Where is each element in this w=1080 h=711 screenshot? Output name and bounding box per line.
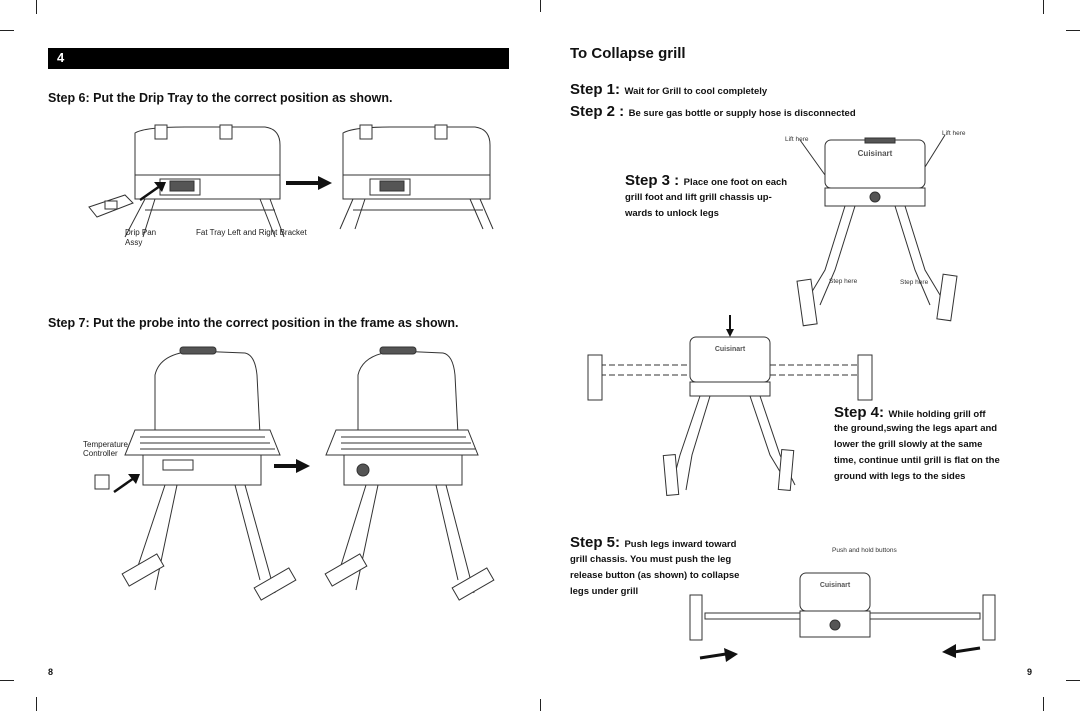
step6-heading: Step 6: Put the Drip Tray to the correct…: [48, 91, 393, 105]
step3-grill-illustration: Cuisinart: [796, 134, 958, 327]
step4-prefix: Step 4:: [834, 404, 885, 421]
step1-row: Step 1: Wait for Grill to cool completel…: [570, 81, 767, 99]
section-header-text: 4: [57, 50, 94, 65]
step2-text: Be sure gas bottle or supply hose is dis…: [628, 108, 856, 119]
label-temperature: Temperature: [83, 440, 128, 449]
step7-heading: Step 7: Put the probe into the correct p…: [48, 316, 459, 330]
step7-grill-before-illustration: [94, 346, 297, 601]
label-drip-pan: Drip Pan: [125, 228, 157, 237]
step6-grill-before-illustration: [88, 124, 285, 238]
step5-prefix: Step 5:: [570, 534, 621, 551]
crop-mark: [540, 0, 541, 12]
step7-direction-arrow: [274, 459, 310, 473]
page-number-left: 8: [48, 667, 54, 677]
step4-grill-illustration: Cuisinart: [587, 315, 873, 496]
crop-mark: [36, 0, 37, 14]
crop-mark: [1043, 0, 1044, 14]
step3-lift-here-right: Lift here: [942, 130, 966, 137]
step3-text-c: wards to unlock legs: [625, 208, 719, 219]
step3-text-b: grill foot and lift grill chassis up⁠-: [625, 192, 772, 203]
step4-text-b: the ground,swing the legs apart and: [834, 423, 998, 434]
label-controller: Controller: [83, 449, 118, 458]
step3-prefix: Step 3 :: [625, 172, 680, 189]
step4-row: Step 4: While holding grill off: [834, 404, 986, 422]
crop-mark: [1043, 697, 1044, 711]
step5-grill-illustration: Cuisinart: [689, 572, 996, 641]
crop-mark: [0, 30, 14, 31]
page-number-right: 9: [1027, 667, 1033, 677]
step5-text-d: legs under grill: [570, 586, 639, 597]
brand-logo-step5: Cuisinart: [820, 582, 851, 589]
step5-text-c: release button (as shown) to collapse: [570, 570, 740, 581]
step7-insert-arrow: [113, 474, 140, 494]
step5-text-a: Push legs inward toward: [624, 539, 737, 550]
label-fat-tray-bracket: Fat Tray Left and Right Bracket: [196, 228, 307, 237]
step5-row: Step 5: Push legs inward toward: [570, 534, 736, 552]
step3-text-a: Place one foot on each: [683, 177, 788, 188]
step4-text-a: While holding grill off: [888, 409, 986, 420]
step6-direction-arrow: [286, 176, 332, 190]
step4-text-d: time, continue until grill is flat on th…: [834, 455, 1000, 466]
step2-row: Step 2 : Be sure gas bottle or supply ho…: [570, 103, 856, 121]
step5-push-hold-label: Push and hold buttons: [832, 547, 897, 554]
crop-mark: [0, 680, 14, 681]
step4-text-c: lower the grill slowly at the same: [834, 439, 983, 450]
step3-row: Step 3 : Place one foot on each: [625, 172, 787, 190]
step1-text: Wait for Grill to cool completely: [624, 86, 768, 97]
step6-grill-after-illustration: [339, 124, 494, 230]
step5-right-arrow: [699, 648, 738, 662]
crop-mark: [1066, 30, 1080, 31]
page-title: To Collapse grill: [570, 45, 686, 62]
section-header-bar: 4: [48, 48, 509, 69]
step6-insert-arrow: [139, 182, 166, 202]
step3-step-here-right: Step here: [900, 279, 929, 286]
step7-grill-after-illustration: [324, 346, 495, 601]
step4-text-e: ground with legs to the sides: [834, 471, 966, 482]
step5-left-arrow: [942, 644, 981, 658]
label-assy: Assy: [125, 238, 143, 247]
step5-text-b: grill chassis. You must push the leg: [570, 554, 732, 565]
step1-prefix: Step 1:: [570, 81, 621, 98]
crop-mark: [36, 697, 37, 711]
step2-prefix: Step 2 :: [570, 103, 625, 120]
brand-logo-step3: Cuisinart: [858, 149, 893, 158]
crop-mark: [540, 699, 541, 711]
step3-step-here-left: Step here: [829, 278, 858, 285]
step3-lift-here-left: Lift here: [785, 136, 809, 143]
brand-logo-step4: Cuisinart: [715, 346, 746, 353]
crop-mark: [1066, 680, 1080, 681]
